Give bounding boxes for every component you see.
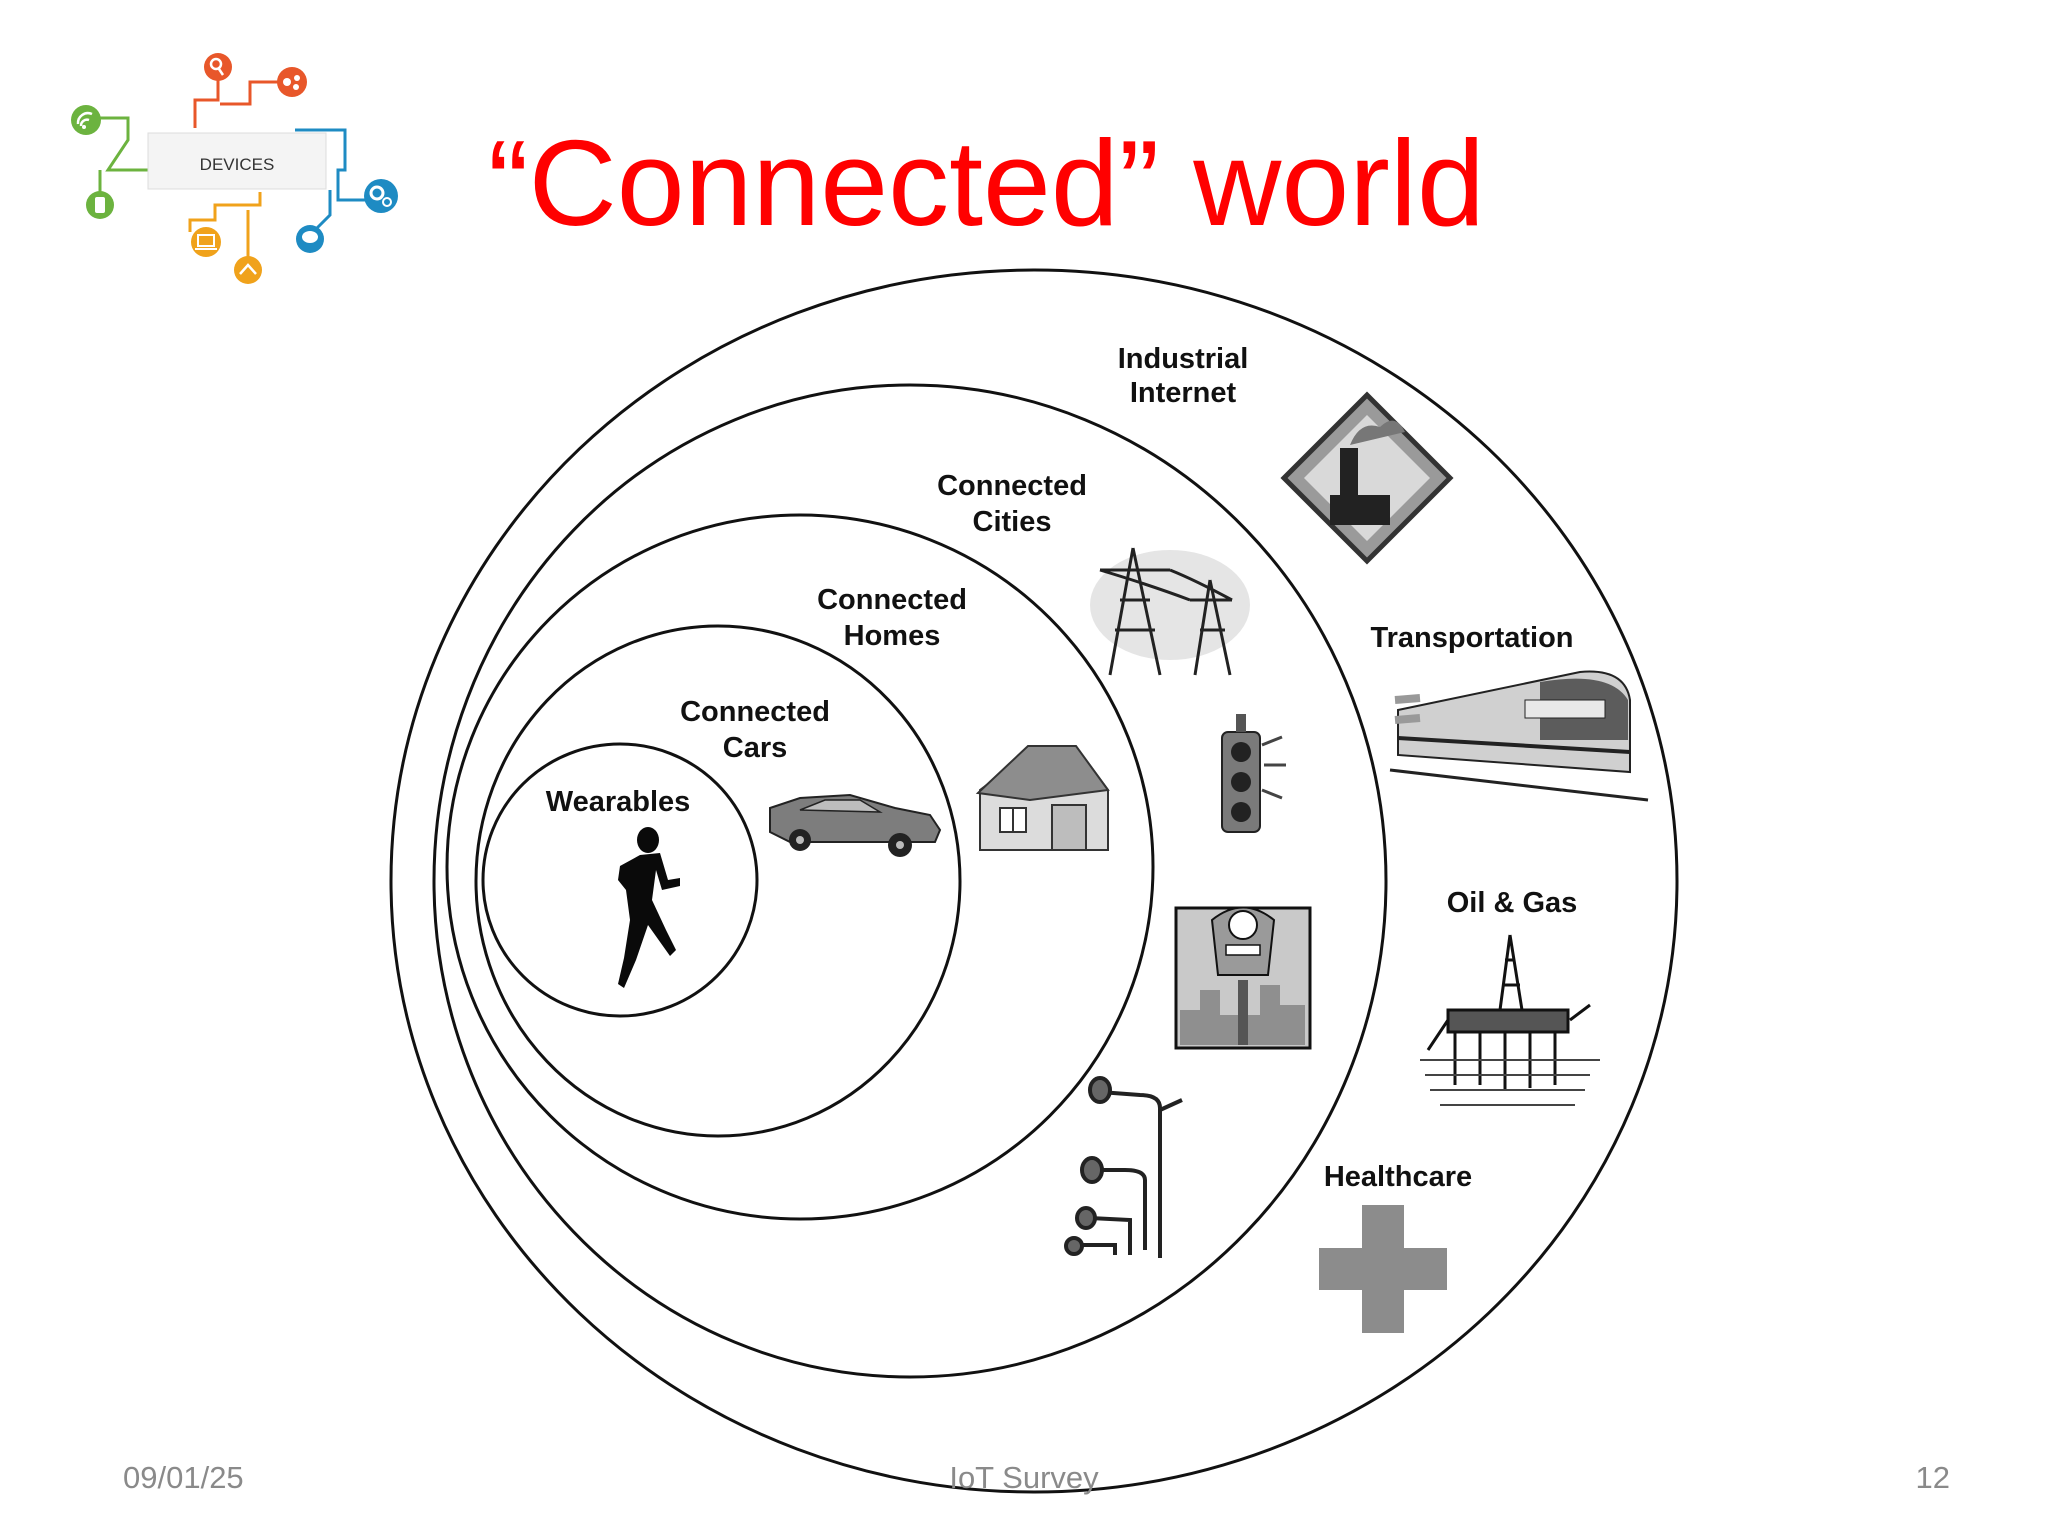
label-connected-homes-2: Homes: [844, 620, 941, 652]
label-healthcare: Healthcare: [1324, 1161, 1472, 1193]
factory-sign-icon: [1280, 391, 1454, 565]
ring-wearables: [481, 742, 759, 1018]
page-number: 12: [1915, 1460, 1950, 1495]
traffic-light-icon: [1221, 714, 1286, 833]
slide-title: “Connected” world: [488, 115, 1485, 251]
logo-label: DEVICES: [200, 155, 275, 174]
logo-label-box: [147, 132, 327, 190]
label-connected-cities-1: Connected: [937, 470, 1087, 502]
gear-icon: [364, 179, 398, 213]
label-wearables: Wearables: [546, 786, 691, 818]
ring-connected-cars: [474, 624, 962, 1138]
wifi-icon: [71, 105, 101, 135]
phone-icon: [86, 191, 114, 219]
power-tower-icon: [1090, 547, 1250, 676]
parking-meter-icon: [1174, 906, 1312, 1050]
street-lamp-icon: [1064, 1076, 1183, 1258]
footer-date: 09/01/25: [123, 1460, 244, 1495]
car-icon: [769, 793, 942, 857]
runner-icon: [618, 827, 680, 988]
ring-industrial-internet: [389, 268, 1679, 1494]
train-icon: [1389, 670, 1649, 802]
label-connected-cars-1: Connected: [680, 696, 830, 728]
ring-connected-homes: [445, 513, 1155, 1221]
label-connected-cities-2: Cities: [973, 506, 1052, 538]
label-connected-cars-2: Cars: [723, 732, 788, 764]
footer-center: IoT Survey: [949, 1460, 1099, 1495]
chat-icon: [296, 225, 324, 253]
gamepad-icon: [234, 256, 262, 284]
oil-rig-icon: [1420, 934, 1600, 1106]
laptop-icon: [191, 227, 221, 257]
logo-circuit-line: [188, 192, 262, 232]
label-transportation: Transportation: [1370, 622, 1573, 654]
logo-circuit-line: [193, 75, 220, 128]
logo-circuit-line: [88, 116, 150, 172]
label-connected-homes-1: Connected: [817, 584, 967, 616]
logo-node-icon: [277, 67, 307, 97]
medical-cross-icon: [1319, 1205, 1447, 1333]
house-icon: [975, 745, 1110, 851]
label-industrial-internet-1: Industrial: [1118, 343, 1249, 375]
logo-node-icon: [204, 53, 232, 81]
logo-circuit-line: [295, 128, 372, 202]
label-oil-gas: Oil & Gas: [1447, 887, 1578, 919]
ring-connected-cities: [432, 383, 1388, 1379]
label-industrial-internet-2: Internet: [1130, 377, 1237, 409]
logo-circuit-line: [220, 80, 278, 106]
